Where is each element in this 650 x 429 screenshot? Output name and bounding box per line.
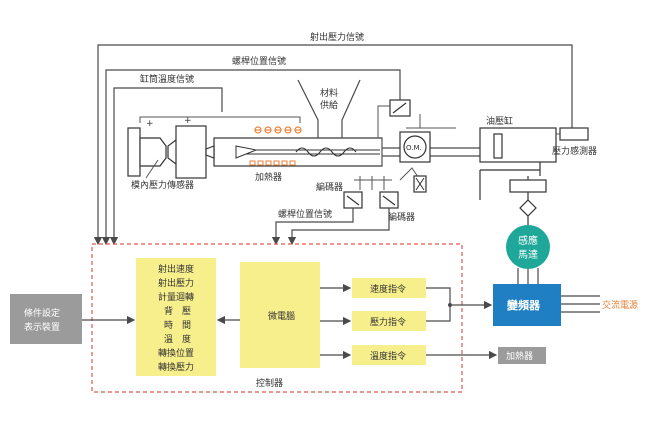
oil-cylinder — [479, 127, 557, 200]
settings-display-block — [10, 294, 82, 344]
settings-display-label-2: 表示裝置 — [24, 321, 60, 333]
microcomputer-label: 微電腦 — [268, 310, 295, 322]
heater-output-label: 加熱器 — [506, 350, 533, 362]
screw-position-signal-label-bottom: 螺桿位置信號 — [278, 208, 332, 220]
temperature-command-block — [352, 345, 426, 365]
param-2: 計量迴轉 — [158, 291, 194, 303]
mold-plus-left: + — [146, 119, 154, 129]
controller-frame — [91, 243, 463, 393]
material-feed-label-1: 材料 — [320, 87, 338, 99]
mold-plus-right: + — [184, 116, 192, 126]
pressure-sensor-label: 壓力感測器 — [552, 145, 597, 157]
om-label: O.M. — [406, 144, 422, 152]
heater-output-block — [498, 347, 546, 364]
mold-sensor-leader — [145, 159, 159, 179]
barrel-bracket — [139, 116, 301, 123]
barrel-temperature-signal-label: 缸筒溫度信號 — [140, 73, 194, 85]
hydraulic-pump — [509, 176, 547, 226]
screw-position-signal-line-bottom — [271, 208, 354, 246]
injection-pressure-signal-label: 射出壓力信號 — [310, 31, 364, 43]
om-motor — [399, 131, 431, 163]
speed-command-label: 速度指令 — [370, 283, 406, 295]
motor-inverter-lines — [517, 268, 539, 284]
oil-cylinder-label: 油壓缸 — [486, 115, 513, 127]
encoder-assembly — [343, 167, 427, 209]
mold — [127, 125, 214, 179]
junction-dot — [448, 303, 452, 307]
param-5: 溫 度 — [164, 333, 191, 345]
pressure-to-inverter-line — [426, 305, 451, 322]
ac-power-label: 交流電源 — [602, 299, 638, 311]
parameters-block — [136, 258, 216, 376]
settings-display-label-1: 條件設定 — [24, 307, 60, 319]
microcomputer-block — [240, 262, 320, 368]
barrel-temperature-signal-line — [109, 87, 223, 246]
screw-position-signal-line-top — [101, 69, 401, 246]
param-6: 轉換位置 — [158, 347, 194, 359]
speed-command-block — [352, 278, 426, 298]
encoder-label-left: 編碼器 — [316, 181, 343, 193]
induction-motor-label-2: 馬達 — [518, 249, 538, 261]
screw-position-signal-label-top: 螺桿位置信號 — [232, 55, 286, 67]
param-0: 射出速度 — [158, 263, 194, 275]
barrel — [205, 137, 383, 167]
material-hopper — [297, 79, 361, 138]
inverter-label: 變頻器 — [507, 298, 541, 312]
material-feed-label-2: 供給 — [320, 99, 338, 111]
param-4: 時 間 — [164, 320, 191, 331]
barrel-heater-bands — [249, 160, 296, 166]
ac-power-lines — [561, 295, 600, 313]
pressure-command-label: 壓力指令 — [370, 316, 406, 328]
injection-pressure-signal-line — [93, 44, 573, 246]
position-sensor-top-arrow — [392, 102, 407, 114]
mold-pressure-sensor-label: 模內壓力傳感器 — [131, 179, 194, 191]
position-sensor-top-link — [377, 105, 390, 138]
barrel-heater-coils — [254, 126, 302, 134]
pressure-command-block — [352, 311, 426, 331]
inverter — [493, 284, 561, 326]
param-1: 射出壓力 — [158, 277, 194, 289]
param-7: 轉換壓力 — [158, 361, 194, 373]
param-3: 背 壓 — [164, 305, 191, 317]
encoder-label-right: 編碼器 — [388, 211, 415, 223]
speed-to-inverter-arrow — [426, 287, 493, 310]
pressure-sensor — [559, 127, 589, 141]
heater-label: 加熱器 — [255, 171, 282, 183]
encoder-signal-line — [287, 208, 390, 246]
controller-label: 控制器 — [256, 377, 283, 389]
induction-motor-label-1: 感應 — [518, 234, 538, 247]
temperature-command-label: 溫度指令 — [370, 350, 406, 362]
induction-motor — [506, 225, 550, 269]
